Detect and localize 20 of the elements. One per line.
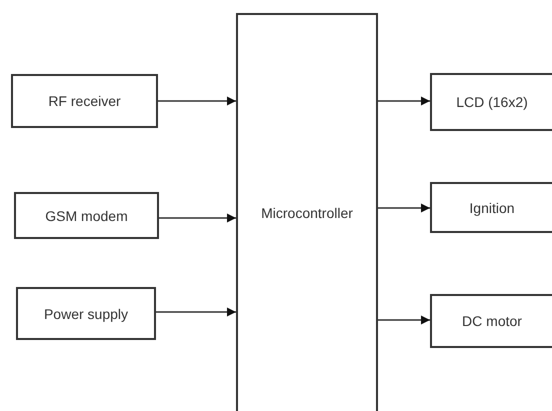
block <box>11 74 158 128</box>
block <box>430 73 552 131</box>
arrow <box>378 204 430 212</box>
block-label: RF receiver <box>48 93 121 109</box>
arrow <box>156 308 236 316</box>
block-label: Microcontroller <box>261 205 353 221</box>
block-label: DC motor <box>462 313 522 329</box>
block-label: Ignition <box>469 200 515 216</box>
block-label: LCD (16x2) <box>456 94 528 110</box>
block-label: GSM modem <box>45 208 128 224</box>
block <box>430 182 552 233</box>
arrow <box>378 96 430 106</box>
arrow <box>159 214 236 222</box>
microcontroller-block <box>236 13 378 411</box>
block <box>14 192 159 239</box>
arrow <box>158 96 236 106</box>
block-label: Power supply <box>44 306 128 322</box>
block <box>16 287 156 340</box>
block <box>430 294 552 348</box>
arrow <box>378 316 430 324</box>
